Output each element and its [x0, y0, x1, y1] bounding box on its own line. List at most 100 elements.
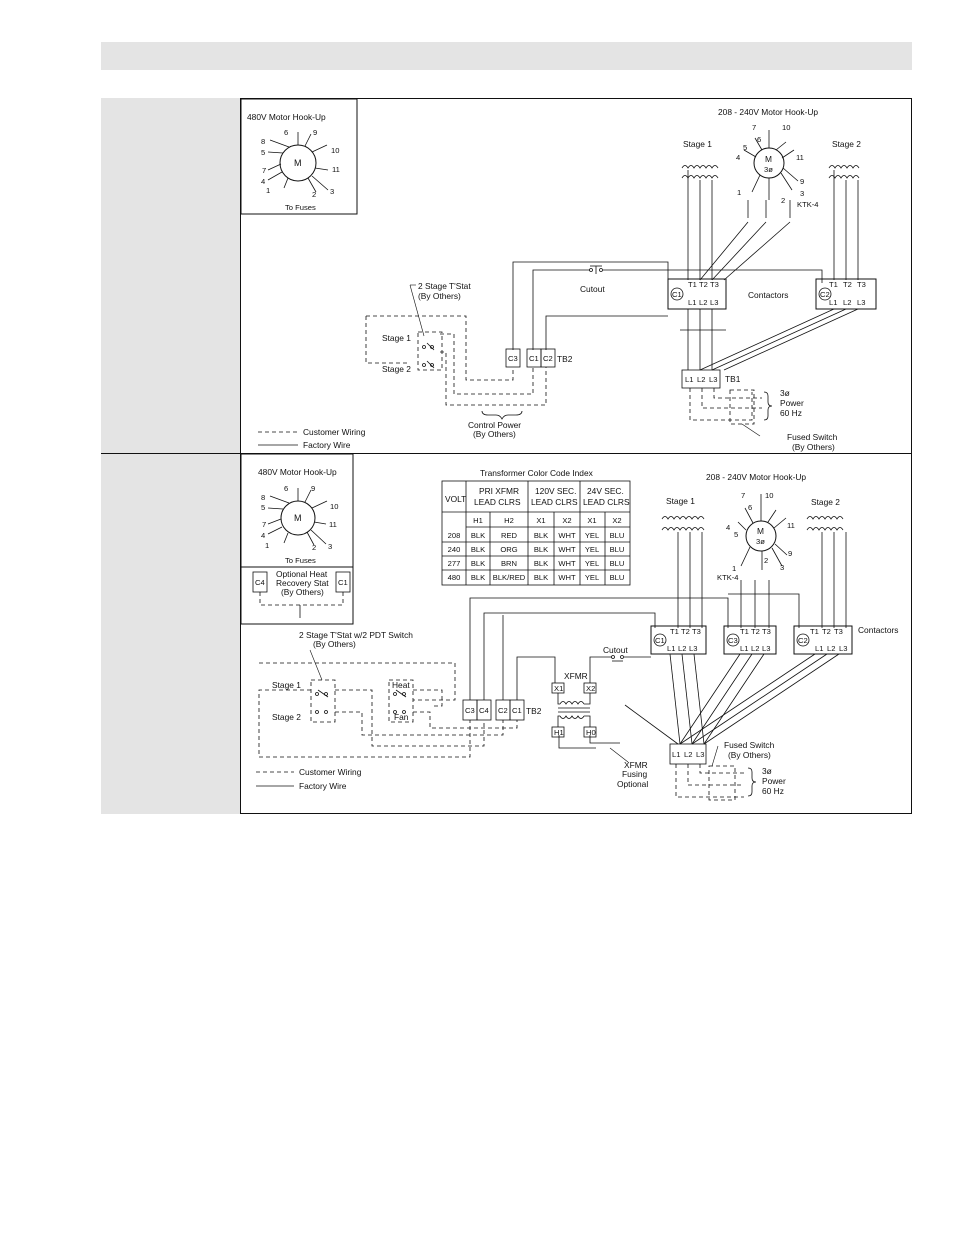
cutout-label: Cutout — [603, 645, 628, 655]
table-subheader: H1 — [473, 516, 483, 525]
section-header-bar — [101, 42, 912, 70]
xfmr-fusing-label-2: Fusing — [622, 769, 647, 779]
l2-label: L2 — [843, 298, 851, 307]
tb1-label: TB1 — [725, 374, 741, 384]
control-power-label: Control Power — [468, 420, 521, 430]
power-label: Power — [780, 398, 804, 408]
svg-text:3: 3 — [330, 187, 334, 196]
heat-recovery-by-others: (By Others) — [281, 587, 324, 597]
heat-recovery-c1: C1 — [338, 578, 348, 587]
table-cell: YEL — [585, 545, 599, 554]
top-tb2: C3 C1 C2 TB2 — [505, 348, 573, 368]
control-power-by-others: (By Others) — [473, 429, 516, 439]
table-subheader: X1 — [536, 516, 545, 525]
svg-text:4: 4 — [726, 523, 730, 532]
l2-label: L2 — [827, 644, 835, 653]
table-subheader: X2 — [562, 516, 571, 525]
table-subheader: H2 — [504, 516, 514, 525]
power-phase: 3ø — [762, 766, 772, 776]
power-label: Power — [762, 776, 786, 786]
table-cell: BLU — [610, 573, 625, 582]
fused-switch-by-others: (By Others) — [728, 750, 771, 760]
table-cell: BLK — [471, 531, 485, 540]
table-cell: WHT — [558, 559, 576, 568]
top-contactors: C1 T1 T2 T3 L1 L2 L3 Contactors C2 T1 T2… — [667, 278, 877, 310]
bottom-legend: Customer Wiring Factory Wire — [256, 767, 362, 791]
svg-text:6: 6 — [284, 484, 288, 493]
stage1-label: Stage 1 — [272, 680, 301, 690]
svg-text:9: 9 — [800, 177, 804, 186]
row-label-column — [101, 98, 241, 814]
bottom-fused-switch: L1 L2 L3 Fused Switch (By Others) 3ø Pow… — [669, 740, 786, 801]
svg-text:LEAD CLRS: LEAD CLRS — [583, 497, 630, 507]
tstat-label: 2 Stage T'Stat — [418, 281, 471, 291]
to-fuses-label: To Fuses — [285, 203, 316, 212]
table-cell: WHT — [558, 573, 576, 582]
table-cell: WHT — [558, 531, 576, 540]
svg-text:8: 8 — [261, 137, 265, 146]
t1-label: T1 — [740, 627, 749, 636]
fused-switch-by-others: (By Others) — [792, 442, 835, 452]
tb2-c4: C4 — [479, 706, 489, 715]
contactors-label: Contactors — [858, 625, 899, 635]
t2-label: T2 — [699, 280, 708, 289]
heater-stage2-label: Stage 2 — [832, 139, 861, 149]
svg-text:1: 1 — [732, 564, 736, 573]
t3-label: T3 — [834, 627, 843, 636]
table-cell: BLU — [610, 545, 625, 554]
svg-text:7: 7 — [752, 123, 756, 132]
top-480v-hookup: 480V Motor Hook-Up M 6 9 8 5 10 7 — [240, 98, 358, 215]
svg-text:4: 4 — [261, 531, 265, 540]
stage2-label: Stage 2 — [382, 364, 411, 374]
svg-text:11: 11 — [329, 520, 337, 529]
tb1-l1: L1 — [672, 750, 680, 759]
t3-label: T3 — [762, 627, 771, 636]
table-cell: ORG — [500, 545, 517, 554]
tb1-l2: L2 — [697, 375, 705, 384]
table-cell: YEL — [585, 559, 599, 568]
table-cell: RED — [501, 531, 518, 540]
xfmr-h1: H1 — [554, 728, 564, 737]
contactors-label: Contactors — [748, 290, 789, 300]
svg-text:LEAD CLRS: LEAD CLRS — [474, 497, 521, 507]
table-cell: BLK — [534, 545, 548, 554]
tb2-label: TB2 — [557, 354, 573, 364]
to-fuses-label: To Fuses — [285, 556, 316, 565]
motor-label: M — [294, 513, 302, 523]
tb2-c2: C2 — [498, 706, 508, 715]
bottom-contactors: C1 C3 C2 T1 T2 T3 L1 L2 L3 T1 T2 T3 L1 L… — [650, 625, 899, 655]
legend-customer-wiring: Customer Wiring — [303, 427, 366, 437]
tstat-by-others: (By Others) — [418, 291, 461, 301]
t3-label: T3 — [692, 627, 701, 636]
contactor-c2-label: C2 — [820, 290, 830, 299]
svg-text:1: 1 — [265, 541, 269, 550]
svg-text:5: 5 — [734, 530, 738, 539]
contactor-c2-label: C2 — [798, 636, 808, 645]
xfmr-fusing-optional: Optional — [617, 779, 648, 789]
svg-text:6: 6 — [748, 503, 752, 512]
control-power-callout: Control Power (By Others) — [468, 410, 523, 439]
table-cell: BLK — [534, 531, 548, 540]
tb2-c3: C3 — [465, 706, 475, 715]
t1-label: T1 — [670, 627, 679, 636]
t2-label: T2 — [751, 627, 760, 636]
svg-text:2: 2 — [312, 190, 316, 199]
t3-label: T3 — [857, 280, 866, 289]
svg-text:3: 3 — [800, 189, 804, 198]
table-cell: BLK — [534, 573, 548, 582]
table-cell: BLK — [471, 545, 485, 554]
svg-text:10: 10 — [331, 146, 339, 155]
xfmr-fusing-label: XFMR — [624, 760, 648, 770]
xfmr-label: XFMR — [564, 671, 588, 681]
t1-label: T1 — [688, 280, 697, 289]
svg-text:PRI XFMR: PRI XFMR — [479, 486, 519, 496]
stage2-label: Stage 2 — [272, 712, 301, 722]
top-208v-hookup: 208 - 240V Motor Hook-Up M 3ø 7 10 6 5 4… — [681, 107, 861, 281]
legend-factory-wire: Factory Wire — [299, 781, 347, 791]
contactor-c3-label: C3 — [728, 636, 738, 645]
l1-label: L1 — [688, 298, 696, 307]
t2-label: T2 — [843, 280, 852, 289]
row-divider — [101, 453, 912, 454]
power-hz: 60 Hz — [762, 786, 784, 796]
